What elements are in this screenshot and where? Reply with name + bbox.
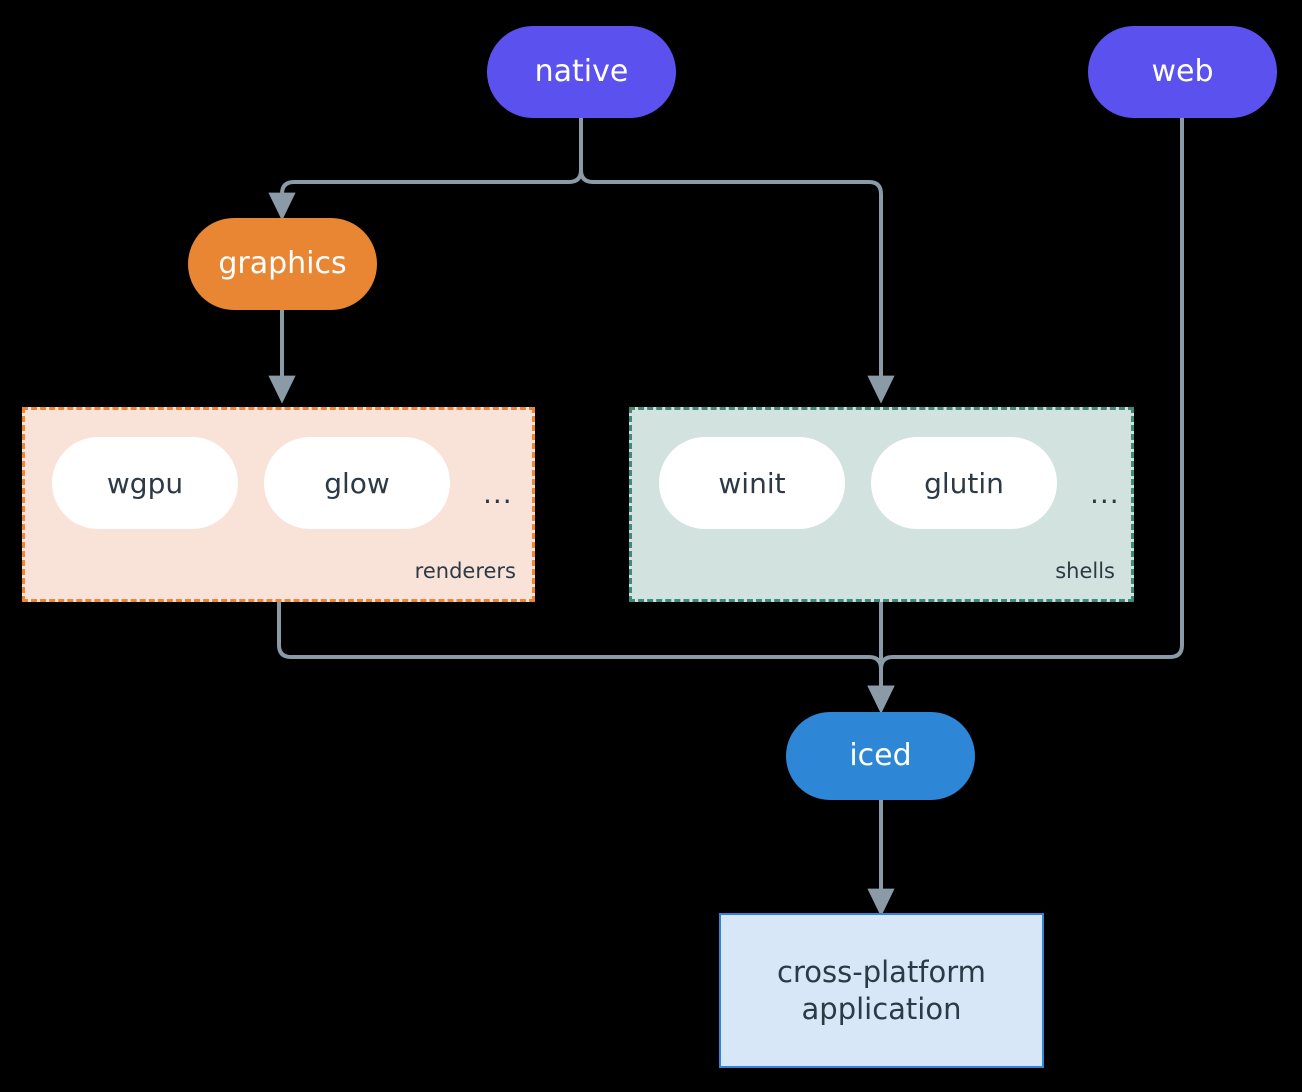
node-application-line2: application [801,991,962,1026]
leaf-glutin-label: glutin [924,466,1004,500]
node-iced[interactable]: iced [786,712,975,800]
node-application[interactable]: cross-platform application [719,913,1044,1068]
leaf-glutin[interactable]: glutin [871,437,1057,529]
group-renderers: wgpu glow ... renderers [22,407,535,602]
leaf-wgpu[interactable]: wgpu [52,437,238,529]
group-shells-label: shells [1055,559,1115,583]
shells-ellipsis: ... [1090,477,1120,510]
leaf-wgpu-label: wgpu [106,466,184,500]
edge-native-to-graphics [268,117,583,221]
node-native-label: native [534,54,629,90]
group-shells: winit glutin ... shells [629,407,1134,602]
leaf-winit-label: winit [718,466,786,500]
node-web-label: web [1151,54,1214,90]
leaf-glow-label: glow [324,466,390,500]
edge-renderers-to-iced [277,602,895,714]
renderers-ellipsis: ... [483,477,513,510]
leaf-glow[interactable]: glow [264,437,450,529]
node-iced-label: iced [849,738,912,774]
node-graphics-label: graphics [218,246,347,282]
node-application-line1: cross-platform [777,955,986,990]
edge-native-to-shells [579,117,895,404]
node-web[interactable]: web [1088,26,1277,118]
node-graphics[interactable]: graphics [188,218,377,310]
node-native[interactable]: native [487,26,676,118]
leaf-winit[interactable]: winit [659,437,845,529]
group-renderers-label: renderers [414,559,516,583]
